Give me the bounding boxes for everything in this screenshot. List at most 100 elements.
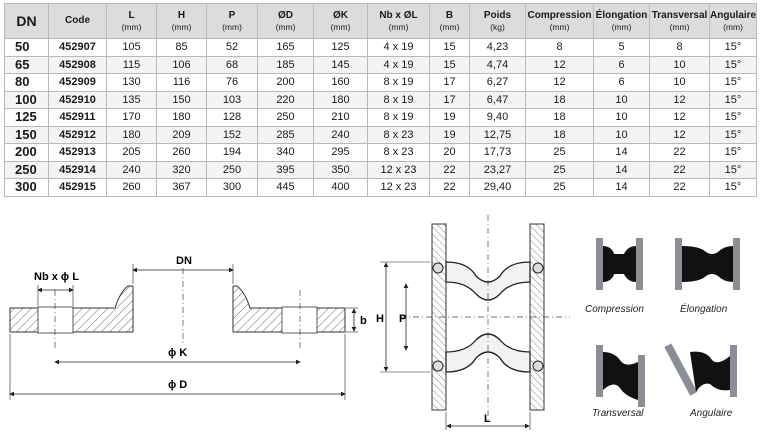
cell-poids: 29,40: [469, 178, 526, 197]
column-header-poids: Poids(kg): [469, 3, 526, 39]
cell-l: 260: [106, 178, 157, 197]
column-header-transversal: Transversal(mm): [649, 3, 710, 39]
column-unit: (mm): [275, 22, 296, 32]
column-unit: (mm): [121, 22, 142, 32]
cell-nbol: 12 x 23: [367, 178, 430, 197]
column-label: Compression: [527, 10, 592, 21]
cell-angulaire: 15°: [709, 90, 757, 109]
cell-h: 106: [156, 55, 207, 74]
cell-ok: 180: [313, 90, 368, 109]
column-unit: (kg): [490, 22, 505, 32]
column-header-dn: DN: [4, 3, 49, 39]
column-header-od: ØD(mm): [257, 3, 314, 39]
cell-nbol: 12 x 23: [367, 160, 430, 179]
cell-h: 209: [156, 125, 207, 144]
flange-dn-label: DN: [176, 255, 192, 267]
column-unit: (mm): [439, 22, 460, 32]
column-label: Poids: [483, 10, 512, 21]
flange-nb-label: Nb x ϕ L: [34, 271, 79, 283]
cell-transversal: 12: [649, 90, 710, 109]
column-label: Élongation: [595, 10, 648, 21]
cell-dn: 150: [4, 125, 49, 144]
column-label: DN: [16, 13, 37, 29]
column-unit: (mm): [222, 22, 242, 32]
flange-b-label: b: [360, 315, 367, 327]
column-label: Angulaire: [710, 10, 757, 21]
column-label: Transversal: [651, 10, 708, 21]
column-label: B: [445, 10, 454, 21]
cell-angulaire: 15°: [709, 125, 757, 144]
joint-l-label: L: [484, 413, 491, 425]
elongation-icon: [675, 238, 740, 290]
cell-h: 150: [156, 90, 207, 109]
column-unit: (mm): [611, 22, 632, 32]
compression-icon: [596, 238, 643, 290]
cell-b: 17: [429, 90, 470, 109]
cell-dn: 300: [4, 178, 49, 197]
cell-angulaire: 15°: [709, 160, 757, 179]
column-header-p: P(mm): [206, 3, 258, 39]
column-header-h: H(mm): [156, 3, 207, 39]
cell-dn: 250: [4, 160, 49, 179]
column-header-l: L(mm): [106, 3, 157, 39]
column-label: ØD: [278, 10, 293, 21]
compression-caption: Compression: [585, 304, 644, 315]
cell-l: 135: [106, 90, 157, 109]
cell-od: 285: [257, 125, 314, 144]
cell-l: 240: [106, 160, 157, 179]
cell-compression: 12: [525, 55, 594, 74]
cell-compression: 25: [525, 160, 594, 179]
cell-ok: 145: [313, 55, 368, 74]
joint-drawing: H P L: [376, 215, 570, 430]
column-label: P: [228, 10, 236, 21]
cell-compression: 18: [525, 90, 594, 109]
column-unit: (mm): [171, 22, 192, 32]
column-unit: (mm): [669, 22, 690, 32]
cell-b: 22: [429, 160, 470, 179]
column-label: L: [128, 10, 135, 21]
elongation-caption: Élongation: [680, 304, 728, 315]
column-label: H: [177, 10, 186, 21]
column-label: ØK: [333, 10, 348, 21]
flange-drawing: DN Nb x ϕ L b ϕ K ϕ D: [9, 255, 367, 400]
cell-h: 367: [156, 178, 207, 197]
cell-od: 185: [257, 55, 314, 74]
flange-d-label: ϕ D: [168, 379, 187, 391]
column-unit: (mm): [388, 22, 409, 32]
cell-dn: 200: [4, 143, 49, 162]
cell-l: 180: [106, 125, 157, 144]
column-unit: (mm): [723, 22, 743, 32]
cell-b: 15: [429, 55, 470, 74]
cell-angulaire: 15°: [709, 55, 757, 74]
cell-code: 452912: [48, 125, 107, 144]
cell-dn: 125: [4, 108, 49, 127]
joint-p-label: P: [399, 313, 406, 325]
cell-transversal: 12: [649, 125, 710, 144]
cell-od: 395: [257, 160, 314, 179]
cell-h: 320: [156, 160, 207, 179]
column-label: Code: [65, 15, 90, 26]
angulaire-caption: Angulaire: [690, 408, 733, 419]
column-label: Nb x ØL: [379, 10, 418, 21]
cell-angulaire: 15°: [709, 178, 757, 197]
transversal-icon: [596, 345, 645, 407]
transversal-caption: Transversal: [592, 408, 644, 419]
cell-transversal: 22: [649, 160, 710, 179]
cell-od: 220: [257, 90, 314, 109]
cell-elongation: 6: [593, 55, 650, 74]
cell-poids: 4,74: [469, 55, 526, 74]
cell-elongation: 10: [593, 125, 650, 144]
column-unit: (mm): [549, 22, 570, 32]
flange-k-label: ϕ K: [168, 347, 187, 359]
cell-ok: 240: [313, 125, 368, 144]
column-header-elongation: Élongation(mm): [593, 3, 650, 39]
cell-poids: 6,47: [469, 90, 526, 109]
column-unit: (mm): [330, 22, 351, 32]
